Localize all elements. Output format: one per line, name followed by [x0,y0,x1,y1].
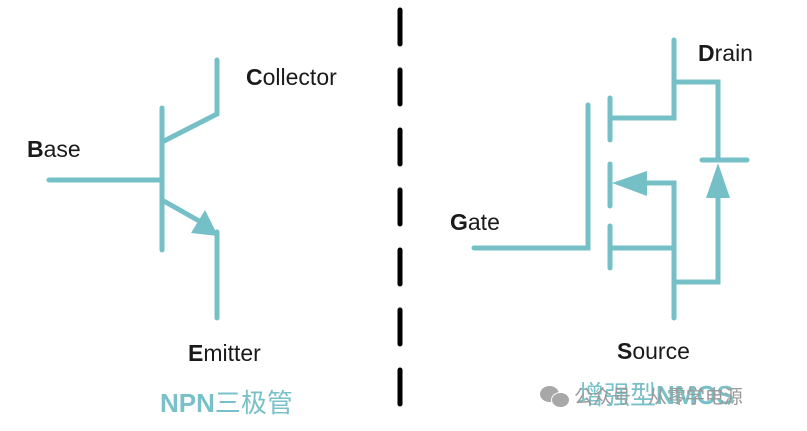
nmos-gate-lead [471,102,591,251]
caption-npn: NPN三极管 [160,390,293,416]
npn-transistor-symbol [46,57,220,321]
label-source: Source [617,340,690,363]
nmos-diode-triangle [706,163,730,198]
nmos-body-lead [642,180,677,251]
label-collector-rest: ollector [262,64,337,90]
caption-nmos: 增强型NMOS [578,382,734,408]
wechat-icon [540,386,570,408]
watermark-text: 公众号 · 从零学电源 [574,386,743,408]
label-drain-initial: D [698,40,715,66]
nmos-transistor-symbol [471,37,750,321]
label-gate-rest: ate [467,209,500,235]
label-emitter: Emitter [188,342,261,365]
label-emitter-initial: E [188,340,204,366]
nmos-drain-to-diode [671,79,721,163]
label-base: Base [27,138,81,161]
nmos-body-arrow [612,171,647,196]
npn-collector-lead [159,57,220,145]
label-drain-rest: rain [714,40,753,66]
nmos-diode-to-source [671,187,721,285]
label-source-rest: ource [632,338,690,364]
label-base-initial: B [27,136,44,162]
nmos-source-lead [609,245,677,321]
label-gate-initial: G [450,209,468,235]
label-collector: Collector [246,66,337,89]
label-emitter-rest: mitter [203,340,261,366]
caption-nmos-cjk: 增强型 [578,380,657,410]
caption-npn-latin: NPN [160,388,215,418]
label-base-rest: ase [43,136,81,162]
nmos-drain-lead [609,37,677,121]
caption-nmos-latin: NMOS [656,380,735,410]
caption-npn-cjk: 三极管 [214,388,293,418]
label-collector-initial: C [246,64,263,90]
label-source-initial: S [617,338,633,364]
watermark: 公众号 · 从零学电源 [540,386,743,408]
npn-emitter-arrow [191,210,218,236]
label-drain: Drain [698,42,753,65]
label-gate: Gate [450,211,500,234]
